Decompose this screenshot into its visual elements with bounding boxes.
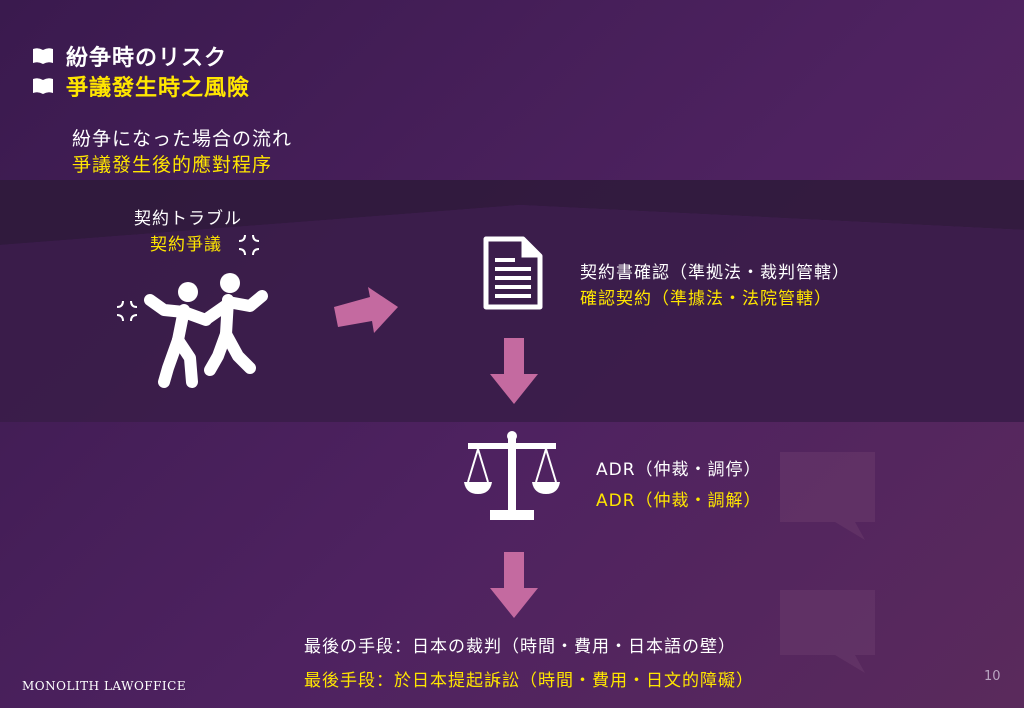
scales-icon: [464, 431, 560, 520]
page-number: 10: [984, 669, 1001, 684]
arrow-right-icon: [334, 287, 398, 333]
heading-row-ja: 紛争時のリスク: [32, 40, 227, 72]
anger-icon: [116, 300, 138, 322]
trouble-ja: 契約トラブル: [134, 209, 242, 229]
subheading-ja: 紛争になった場合の流れ: [72, 128, 293, 150]
court-ja: 最後の手段：日本の裁判（時間・費用・日本語の壁）: [304, 637, 736, 657]
book-icon: [33, 78, 53, 94]
trouble-zh: 契約爭議: [150, 235, 222, 255]
arrow-down-icon: [490, 552, 538, 618]
court-zh: 最後手段：於日本提起訴訟（時間・費用・日文的障礙）: [304, 671, 754, 691]
contract-ja: 契約書確認（準拠法・裁判管轄）: [580, 263, 850, 283]
heading-row-zh: 爭議發生時之風險: [32, 70, 250, 102]
contract-zh: 確認契約（準據法・法院管轄）: [580, 289, 832, 309]
adr-zh: ADR（仲裁・調解）: [596, 491, 762, 511]
book-icon: [33, 48, 53, 64]
anger-icon: [238, 234, 260, 256]
heading-ja: 紛争時のリスク: [66, 46, 228, 71]
subheading-zh: 爭議發生後的應對程序: [72, 154, 273, 176]
firm-logo: MONOLITH LAWOFFICE: [22, 679, 187, 693]
fighting-people-icon: [144, 273, 268, 388]
heading-zh: 爭議發生時之風險: [66, 76, 251, 101]
adr-ja: ADR（仲裁・調停）: [596, 460, 762, 480]
arrow-down-icon: [490, 338, 538, 404]
document-icon: [483, 236, 543, 310]
